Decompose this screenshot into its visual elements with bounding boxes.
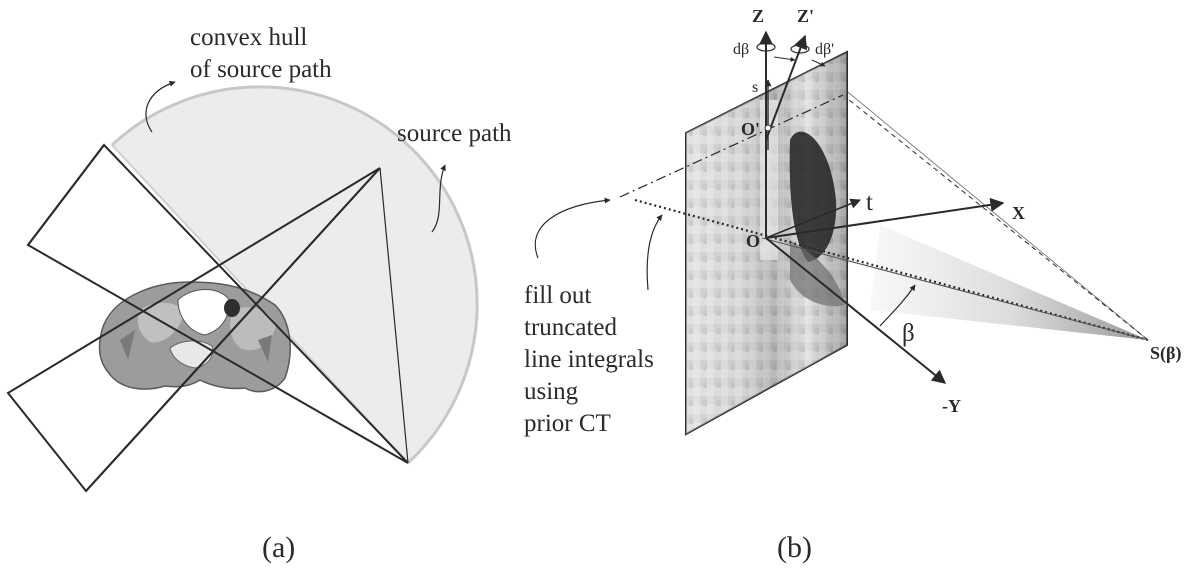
origin-label: O (746, 231, 760, 251)
t-axis-label: t (866, 189, 873, 216)
d-beta-prime-label: dβ' (815, 41, 834, 58)
beta-angle-arc (879, 284, 916, 327)
d-beta-label: dβ (733, 41, 749, 58)
detector-plane (685, 50, 848, 436)
source-path-pointer-arrow (431, 164, 446, 233)
fill-label-line3: line integrals (524, 346, 654, 373)
dotted-truncated-line (634, 198, 1149, 342)
neg-y-axis-label: -Y (942, 396, 961, 416)
s-axis-label: s (752, 79, 758, 96)
x-axis (765, 197, 1005, 239)
x-axis-label: X (1012, 203, 1025, 223)
fan-beam-geometry (6, 143, 409, 493)
fill-label-line5: prior CT (524, 410, 611, 437)
caption-a: (a) (262, 531, 295, 564)
axes (759, 30, 1005, 384)
fill-label-line4: using (524, 378, 579, 405)
convex-hull-region (112, 86, 478, 464)
source-point-label: S(β) (1150, 343, 1181, 364)
d-beta-arrow (773, 56, 796, 62)
source-path-label: source path (397, 120, 512, 147)
projection-cone (870, 225, 1148, 340)
origin-prime-marker (764, 124, 772, 132)
z-prime-axis-label: Z' (797, 6, 814, 26)
beta-label: β (902, 320, 915, 347)
d-beta-rotation (756, 42, 776, 52)
hull-label-line1: convex hull (190, 24, 307, 51)
source-path-arc (110, 85, 479, 465)
hull-label-line2: of source path (190, 56, 332, 83)
t-axis (765, 198, 861, 239)
dash-dot-line (619, 94, 844, 198)
fill-out-pointer-2 (646, 214, 663, 291)
panel-a: convex hull of source path source path (… (6, 24, 512, 564)
hull-pointer-arrow (145, 80, 176, 133)
d-beta-prime-rotation (790, 44, 810, 54)
panel-b: Z Z' dβ dβ' s O' t X O β -Y S(β) fill ou… (524, 6, 1181, 564)
fill-label-line1: fill out (524, 282, 591, 309)
origin-prime-label: O' (741, 119, 760, 139)
fill-out-pointer-1 (534, 197, 611, 259)
beam-center-line (761, 237, 1149, 341)
z-axis-label: Z (752, 6, 764, 26)
caption-b: (b) (777, 531, 812, 564)
fill-label-line2: truncated (524, 314, 618, 341)
dashed-ray (842, 94, 1149, 341)
d-beta-prime-arrow (811, 59, 826, 67)
neg-y-axis (765, 237, 947, 384)
